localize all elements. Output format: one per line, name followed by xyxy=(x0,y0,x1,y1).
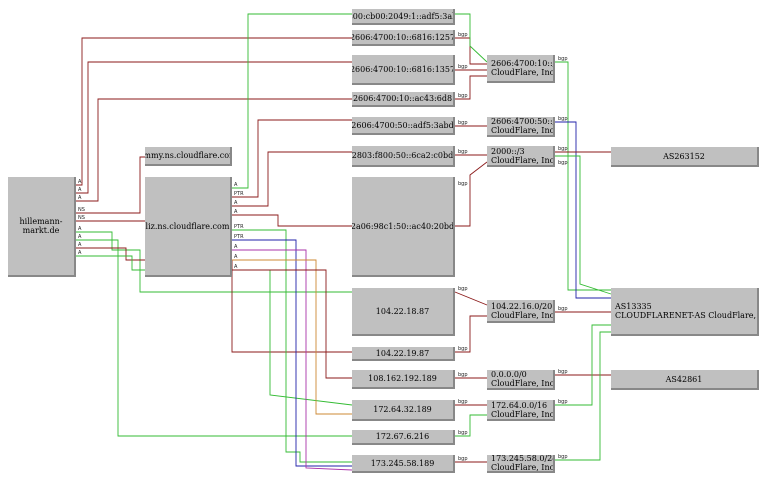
node-ip-172-64[interactable]: 172.64.32.189 xyxy=(352,400,455,421)
node-ip-108-162[interactable]: 108.162.192.189 xyxy=(352,370,455,389)
node-ip-2400-cb00[interactable]: 2400:cb00:2049:1::adf5:3abd xyxy=(352,9,455,25)
edge-0 xyxy=(76,156,145,214)
node-ip-2a06[interactable]: 2a06:98c1:50::ac40:20bd xyxy=(352,177,455,277)
edge-24 xyxy=(455,161,488,227)
node-as42861[interactable]: AS42861 xyxy=(611,370,759,390)
edge-label: bgp xyxy=(458,399,468,405)
edge-label: bgp xyxy=(558,160,568,166)
edge-38 xyxy=(555,331,611,461)
edge-label: PTR xyxy=(234,224,244,230)
node-ip-2606-50[interactable]: 2606:4700:50::adf5:3abd xyxy=(352,117,455,135)
node-ip-2606-43d8[interactable]: 2606:4700:10::ac43:6d8 xyxy=(352,92,455,107)
edge-37 xyxy=(555,324,611,406)
edge-10 xyxy=(232,119,352,198)
edge-label: PTR xyxy=(234,234,244,240)
edge-label: A xyxy=(78,242,82,248)
edge-label: bgp xyxy=(558,56,568,62)
edge-32 xyxy=(555,121,611,299)
edge-label: NS xyxy=(78,207,85,213)
edge-label: PTR xyxy=(234,191,244,197)
edge-label: bgp xyxy=(458,346,468,352)
edge-17 xyxy=(232,269,352,379)
edge-label: bgp xyxy=(558,306,568,312)
node-jimmy-ns[interactable]: jimmy.ns.cloudflare.com xyxy=(145,147,232,166)
edge-label: A xyxy=(78,234,82,240)
edge-13 xyxy=(232,229,352,463)
edge-18 xyxy=(455,37,487,65)
node-prefix-2606-10[interactable]: 2606:4700:10::/44CloudFlare, Inc. xyxy=(487,55,555,83)
node-ip-2606-1257[interactable]: 2606:4700:10::6816:1257 xyxy=(352,30,455,46)
edge-9 xyxy=(232,13,352,189)
edge-12 xyxy=(232,214,352,227)
node-hillemann-markt[interactable]: hillemann-markt.de xyxy=(8,177,76,277)
node-ip-104-22-19-87[interactable]: 104.22.19.87 xyxy=(352,347,455,361)
edge-label: bgp xyxy=(458,149,468,155)
edge-label: bgp xyxy=(458,120,468,126)
edge-label: NS xyxy=(78,215,85,221)
edge-label: bgp xyxy=(558,454,568,460)
edge-11 xyxy=(232,151,352,207)
edge-14 xyxy=(232,239,352,467)
node-ip-172-67[interactable]: 172.67.6.216 xyxy=(352,430,455,445)
edge-label: bgp xyxy=(458,372,468,378)
edge-20 xyxy=(455,75,487,100)
edge-label: A xyxy=(78,179,82,185)
edge-25 xyxy=(454,291,488,306)
edge-label: bgp xyxy=(458,181,468,187)
edge-label: A xyxy=(234,209,238,215)
edge-label: bgp xyxy=(458,32,468,38)
edge-label: bgp xyxy=(458,456,468,462)
edge-16 xyxy=(232,259,352,415)
edge-label: A xyxy=(234,182,238,188)
edge-21 xyxy=(455,13,488,63)
node-as263152[interactable]: AS263152 xyxy=(611,147,759,167)
edge-15 xyxy=(232,249,353,471)
edge-4 xyxy=(76,98,352,202)
edge-label: bgp xyxy=(458,93,468,99)
edge-31 xyxy=(555,61,611,291)
edge-label: A xyxy=(78,195,82,201)
edge-26 xyxy=(455,315,487,353)
edge-label: A xyxy=(234,254,238,260)
edge-label: bgp xyxy=(458,286,468,292)
edge-label: A xyxy=(78,226,82,232)
node-liz-ns[interactable]: liz.ns.cloudflare.com xyxy=(145,177,232,277)
edge-label: A xyxy=(234,264,238,270)
edge-29 xyxy=(455,414,487,437)
edge-label: bgp xyxy=(558,399,568,405)
edge-34 xyxy=(555,155,612,295)
edge-3 xyxy=(76,61,352,194)
edge-label: bgp xyxy=(558,116,568,122)
edge-label: bgp xyxy=(458,64,468,70)
node-ip-173-245[interactable]: 173.245.58.189 xyxy=(352,455,455,473)
edge-label: A xyxy=(234,200,238,206)
node-prefix-2606-50[interactable]: 2606:4700:50::/44CloudFlare, Inc. xyxy=(487,117,555,137)
node-ip-2606-1357[interactable]: 2606:4700:10::6816:1357 xyxy=(352,55,455,85)
node-ip-104-22-18-87[interactable]: 104.22.18.87 xyxy=(352,288,455,336)
edge-label: A xyxy=(234,244,238,250)
edge-label: A xyxy=(78,187,82,193)
edge-label: bgp xyxy=(558,369,568,375)
edge-6 xyxy=(76,239,352,437)
edge-label: bgp xyxy=(458,430,468,436)
edge-2 xyxy=(76,37,352,186)
edge-label: A xyxy=(78,250,82,256)
edge-label: bgp xyxy=(558,146,568,152)
node-ip-2803[interactable]: 2803:f800:50::6ca2:c0bd xyxy=(352,146,455,167)
